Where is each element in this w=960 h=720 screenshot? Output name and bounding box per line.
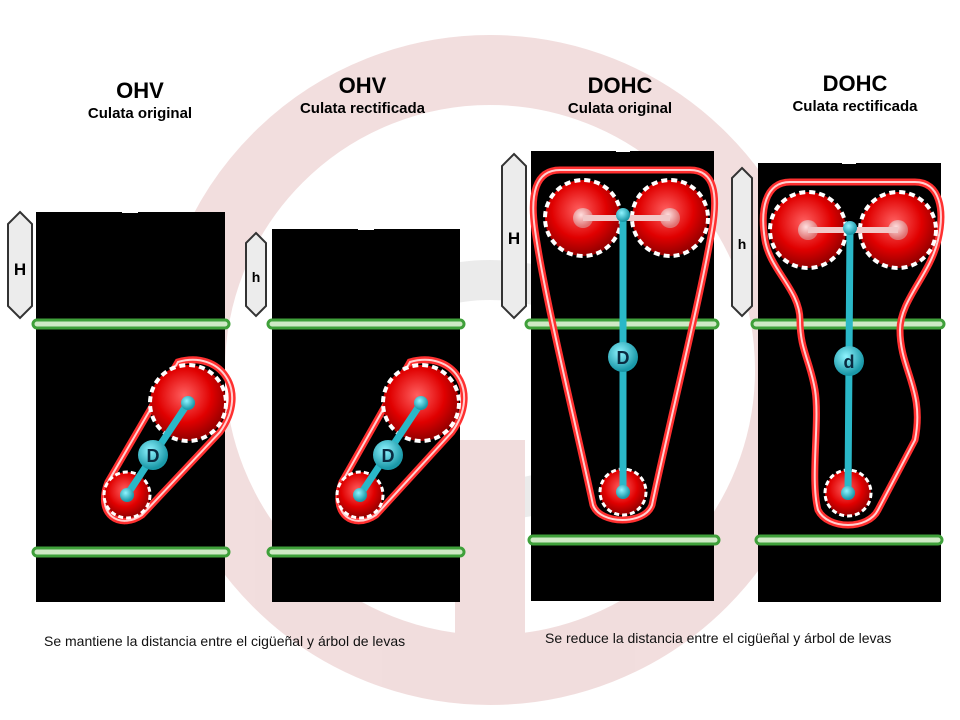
panel-title-dohc-rectified: DOHC Culata rectificada [780, 71, 930, 115]
head-gasket [266, 318, 466, 330]
height-label: h [252, 269, 261, 285]
engine-type: OHV [116, 78, 164, 103]
panel-title-ohv-rectified: OHV Culata rectificada [290, 73, 435, 117]
panel-dohc-original: D H [501, 149, 721, 601]
distance-label: D [617, 348, 630, 368]
head-state: Culata rectificada [299, 100, 426, 117]
distance-label: D [382, 446, 395, 466]
engine-type: DOHC [587, 73, 653, 98]
distance-marker [834, 346, 864, 376]
head-state: Culata original [87, 105, 193, 122]
head-gasket [31, 318, 231, 330]
height-arrow-icon [7, 210, 33, 320]
height-arrow-icon [731, 166, 753, 318]
height-label: h [738, 236, 747, 252]
caption-ohv: Se mantiene la distancia entre el cigüeñ… [44, 633, 406, 649]
engine-type: OHV [338, 73, 387, 98]
panel-title-dohc-original: DOHC Culata original [550, 73, 690, 117]
head-state: Culata rectificada [792, 98, 918, 115]
distance-marker [608, 342, 638, 372]
panel-ohv-original: D H [7, 210, 236, 602]
panel-dohc-rectified: d h [731, 161, 946, 602]
block-gasket [266, 546, 466, 558]
engine-type: DOHC [822, 71, 888, 96]
block-notch [842, 161, 856, 164]
panel-ohv-rectified: D h [245, 227, 468, 602]
block-notch [122, 210, 138, 213]
block-gasket [754, 534, 944, 546]
height-arrow-icon [501, 152, 527, 320]
distance-label: D [147, 446, 160, 466]
block-gasket [527, 534, 721, 546]
height-label: H [14, 260, 26, 279]
distance-marker [373, 440, 403, 470]
block-gasket [31, 546, 231, 558]
height-arrow-icon [245, 231, 267, 318]
head-state: Culata original [567, 100, 673, 117]
distance-marker [138, 440, 168, 470]
distance-label: d [844, 352, 855, 372]
caption-dohc: Se reduce la distancia entre el cigüeñal… [545, 630, 892, 646]
height-label: H [508, 229, 520, 248]
block-notch [616, 149, 630, 152]
block-notch [358, 227, 374, 230]
panel-title-ohv-original: OHV Culata original [70, 78, 210, 122]
